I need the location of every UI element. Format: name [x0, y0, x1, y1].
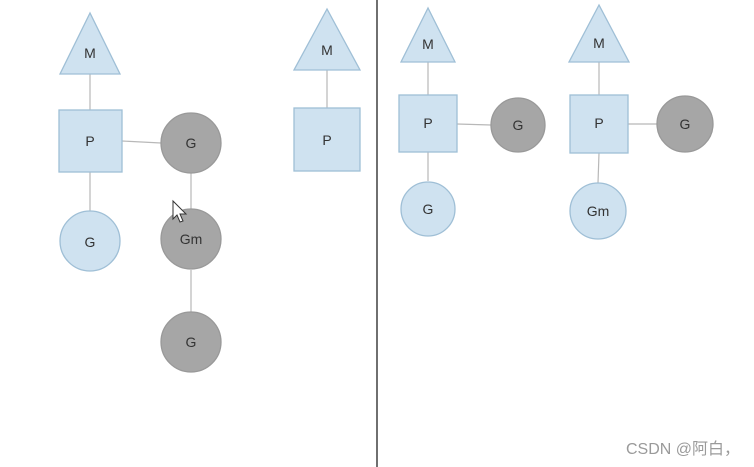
- goroutine-running-node-1: [490, 97, 546, 153]
- goroutine-running-node-2: [656, 95, 714, 153]
- gm-node: [160, 208, 222, 270]
- goroutine-running-node: [160, 112, 222, 174]
- goroutine-label: G: [513, 117, 524, 133]
- edge-p-g: [456, 123, 492, 126]
- processor-p-node-1: [398, 94, 458, 153]
- machine-m-node-2: [567, 3, 631, 63]
- gm-label: Gm: [180, 231, 203, 247]
- machine-label: M: [422, 36, 434, 52]
- goroutine-label: G: [186, 334, 197, 350]
- edge-p-gm: [597, 152, 600, 184]
- processor-label: P: [85, 133, 94, 149]
- processor-p-node: [58, 109, 123, 173]
- goroutine-label: G: [423, 201, 434, 217]
- machine-label: M: [84, 45, 96, 61]
- goroutine-label: G: [85, 234, 96, 250]
- processor-label: P: [423, 115, 432, 131]
- processor-label: P: [594, 115, 603, 131]
- machine-m-node-1: [399, 6, 457, 63]
- right-panel: M P G G M P G Gm: [398, 3, 714, 240]
- goroutine-local-node: [59, 210, 121, 272]
- gm-label: Gm: [587, 203, 610, 219]
- machine-m-node-idle: [292, 7, 362, 71]
- machine-label: M: [593, 35, 605, 51]
- goroutine-waiting-node: [160, 311, 222, 373]
- edge-p-g-running: [121, 140, 162, 144]
- left-panel: M P G G Gm G M P: [58, 7, 362, 373]
- goroutine-label: G: [680, 116, 691, 132]
- gm-node-2: [569, 182, 627, 240]
- watermark: CSDN @阿白，: [625, 441, 740, 458]
- machine-m-node: [58, 11, 122, 75]
- goroutine-label: G: [186, 135, 197, 151]
- machine-label: M: [321, 42, 333, 58]
- processor-p-node-idle: [293, 107, 361, 172]
- processor-p-node-2: [569, 94, 629, 154]
- goroutine-local-node-1: [400, 181, 456, 237]
- processor-label: P: [322, 132, 331, 148]
- mouse-cursor-icon: [172, 199, 188, 223]
